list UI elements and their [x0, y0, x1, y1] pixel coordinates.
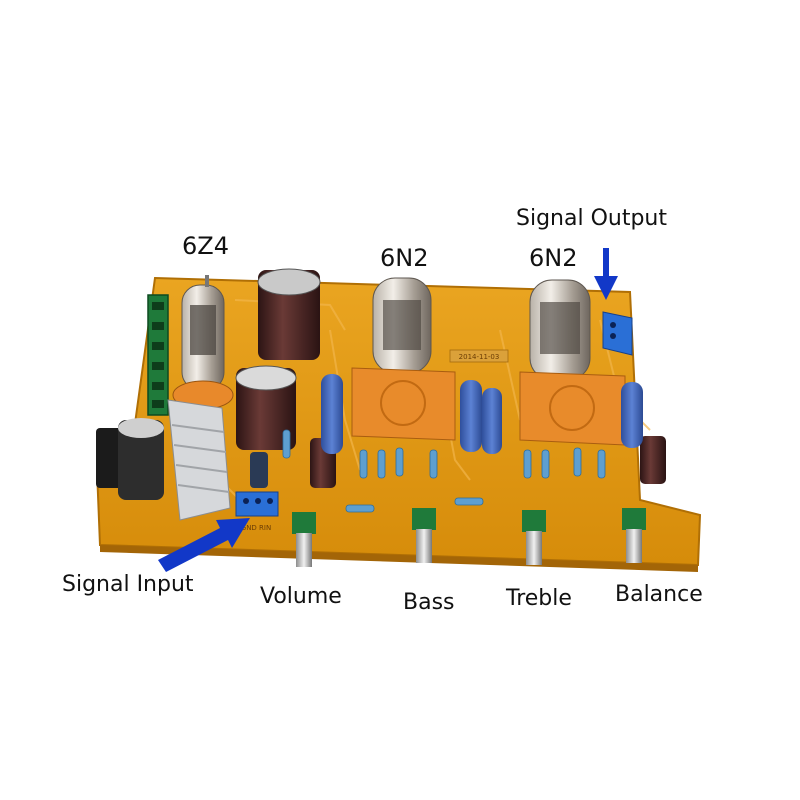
tube-label-6n2-left: 6N2 [380, 244, 429, 272]
date-stamp-box [449, 349, 509, 363]
balance-label: Balance [615, 582, 703, 607]
signal-output-label: Signal Output [516, 206, 667, 231]
output-terminal-block [602, 311, 633, 356]
tube-label-6n2-right: 6N2 [529, 244, 578, 272]
volume-pot [292, 512, 316, 567]
bass-pot [412, 508, 436, 563]
power-terminal-block [147, 294, 169, 416]
input-terminal-block [235, 491, 279, 517]
tube-6n2-left [351, 277, 456, 441]
output-arrow [594, 248, 618, 300]
tube-label-6z4: 6Z4 [182, 232, 229, 260]
filter-capacitor [118, 418, 164, 500]
signal-input-label: Signal Input [62, 572, 194, 597]
input-arrow [158, 518, 250, 572]
date-stamp: 2014-11-03 [459, 353, 500, 361]
film-capacitors [321, 374, 643, 454]
electrolytic-capacitor-small [250, 436, 666, 488]
treble-label: Treble [506, 586, 572, 611]
terminal-label: GND RIN [241, 524, 271, 532]
volume-label: Volume [260, 584, 342, 609]
heatsink [167, 399, 231, 521]
tube-6n2-right [519, 279, 626, 446]
electrolytic-capacitor-medium [235, 365, 297, 450]
tube-6z4 [172, 275, 234, 410]
electrolytic-capacitor-large [257, 268, 321, 360]
resistors [282, 429, 606, 513]
balance-pot [622, 508, 646, 563]
bass-label: Bass [403, 590, 455, 615]
treble-pot [522, 510, 546, 565]
